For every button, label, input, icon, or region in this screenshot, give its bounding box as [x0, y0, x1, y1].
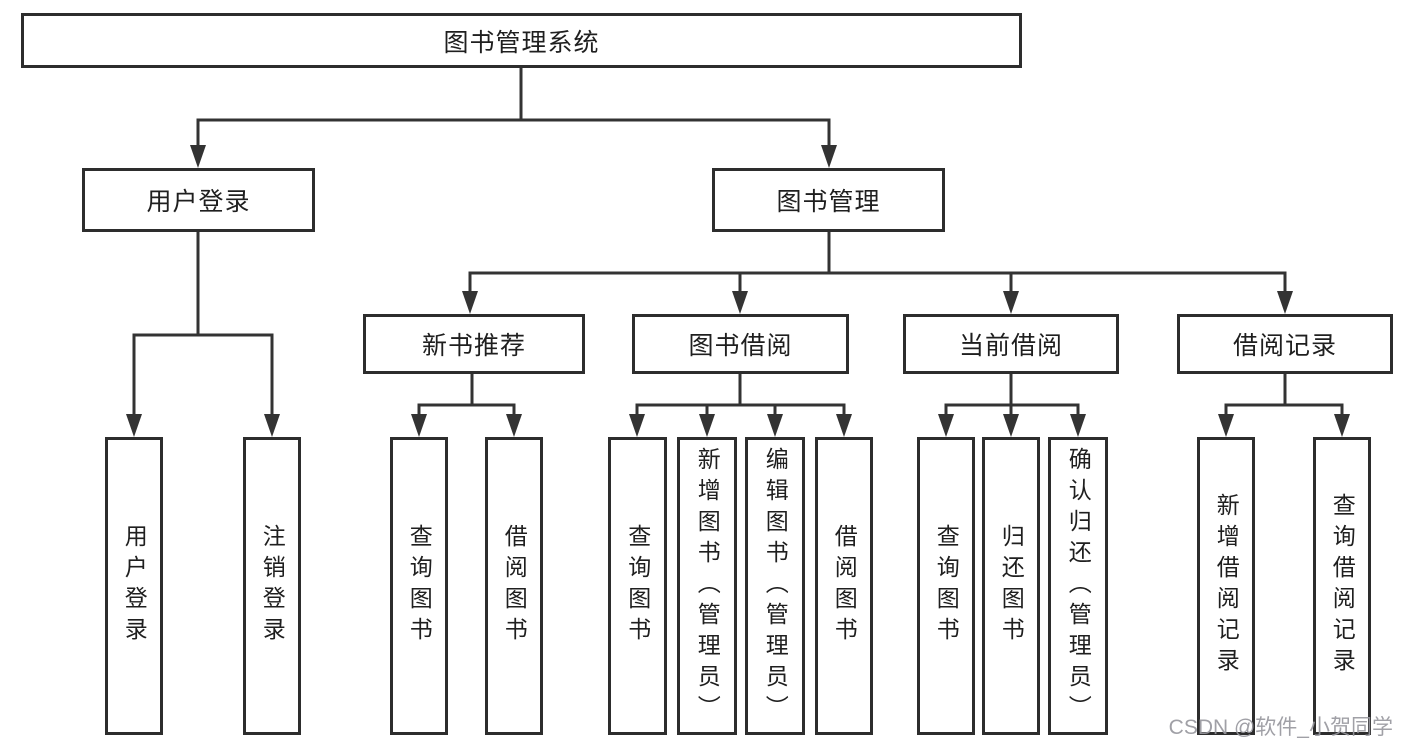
leaf-node-label: 查询借阅记录 — [1329, 493, 1356, 679]
leaf-node-label: 查询图书 — [624, 524, 651, 648]
leaf-node-label: 归还图书 — [998, 524, 1025, 648]
leaf-node-label: 注销登录 — [259, 524, 286, 648]
group-node-label: 当前借阅 — [958, 332, 1063, 360]
leaf-node-query-books: 查询图书 — [917, 437, 975, 735]
branch-node-user-login: 用户登录 — [82, 168, 315, 232]
leaf-node-label: 借阅图书 — [501, 524, 528, 648]
leaf-node-label: 用户登录 — [121, 524, 148, 648]
leaf-node-return-books: 归还图书 — [982, 437, 1040, 735]
leaf-node-label: 新增图书（管理员） — [694, 446, 721, 726]
leaf-node-label: 借阅图书 — [831, 524, 858, 648]
group-node-label: 新书推荐 — [421, 332, 526, 360]
leaf-node-user-login: 用户登录 — [105, 437, 163, 735]
csdn-watermark: CSDN @软件_小贺同学 — [1168, 716, 1393, 739]
leaf-node-label: 查询图书 — [406, 524, 433, 648]
leaf-node-borrow-books: 借阅图书 — [485, 437, 543, 735]
group-node-borrow-records: 借阅记录 — [1177, 314, 1393, 374]
leaf-node-query-books: 查询图书 — [390, 437, 448, 735]
group-node-new-book-recommend: 新书推荐 — [363, 314, 585, 374]
leaf-node-add-books-admin: 新增图书（管理员） — [677, 437, 737, 735]
arrowheads — [126, 145, 1350, 437]
leaf-node-confirm-return-admin: 确认归还（管理员） — [1048, 437, 1108, 735]
leaf-node-query-borrow-records: 查询借阅记录 — [1313, 437, 1371, 735]
leaf-node-edit-books-admin: 编辑图书（管理员） — [745, 437, 805, 735]
group-node-label: 图书借阅 — [688, 332, 793, 360]
group-node-book-borrow: 图书借阅 — [632, 314, 849, 374]
leaf-node-label: 查询图书 — [933, 524, 960, 648]
branch-node-book-management: 图书管理 — [712, 168, 945, 232]
root-node-label: 图书管理系统 — [443, 28, 600, 57]
group-node-current-borrow: 当前借阅 — [903, 314, 1119, 374]
leaf-node-label: 新增借阅记录 — [1213, 493, 1240, 679]
leaf-node-query-books: 查询图书 — [608, 437, 667, 735]
leaf-node-logout: 注销登录 — [243, 437, 301, 735]
root-node-library-system: 图书管理系统 — [21, 13, 1022, 68]
leaf-node-borrow-books: 借阅图书 — [815, 437, 873, 735]
group-node-label: 借阅记录 — [1232, 332, 1337, 360]
leaf-node-label: 编辑图书（管理员） — [762, 446, 789, 726]
leaf-node-add-borrow-record: 新增借阅记录 — [1197, 437, 1255, 735]
branch-node-label: 图书管理 — [776, 188, 881, 216]
branch-node-label: 用户登录 — [146, 188, 251, 216]
leaf-node-label: 确认归还（管理员） — [1065, 446, 1092, 726]
